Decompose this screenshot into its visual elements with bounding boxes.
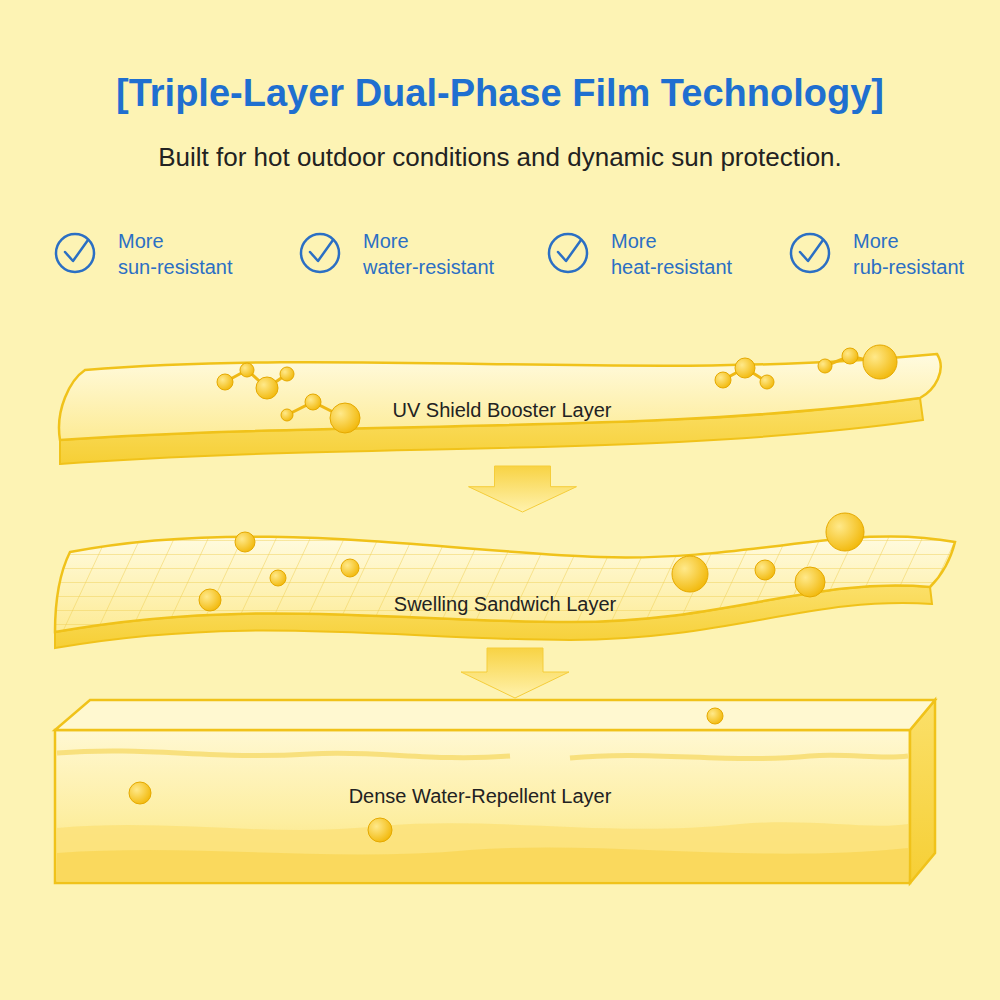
- particle-dot: [235, 532, 255, 552]
- layer-name: Dense Water-Repellent Layer: [349, 785, 612, 808]
- feature-label: More water-resistant: [363, 228, 523, 280]
- texture-band: [57, 751, 510, 758]
- diagram-title: [Triple-Layer Dual-Phase Film Technology…: [0, 72, 1000, 115]
- film-layer: Swelling Sandwich Layer: [50, 512, 960, 648]
- diagram-caption: Built for hot outdoor conditions and dyn…: [0, 142, 1000, 173]
- grid-texture: [55, 536, 955, 632]
- particle-dot: [715, 372, 731, 388]
- film-layer: Dense Water-Repellent Layer: [50, 698, 940, 888]
- particle-dot: [826, 513, 864, 551]
- check-icon: [301, 234, 339, 272]
- particle-dot: [341, 559, 359, 577]
- particle-dot: [368, 818, 392, 842]
- texture-band: [57, 822, 908, 881]
- texture-band: [57, 847, 908, 881]
- particle-dot: [305, 394, 321, 410]
- particle-dot: [280, 367, 294, 381]
- check-icon: [549, 234, 587, 272]
- particle-dot: [672, 556, 708, 592]
- layer-top-face: [55, 536, 955, 632]
- particle-dot: [199, 589, 221, 611]
- particle-dot: [281, 409, 293, 421]
- layer-name: UV Shield Booster Layer: [392, 399, 611, 422]
- particle-dot: [818, 359, 832, 373]
- particle-dot: [707, 708, 723, 724]
- particle-dot: [760, 375, 774, 389]
- layer-back-face: [55, 700, 935, 730]
- layer-front-face: [55, 730, 910, 883]
- particle-dot: [735, 358, 755, 378]
- feature-label: More heat-resistant: [611, 228, 771, 280]
- particle-dot: [755, 560, 775, 580]
- particle-dot: [256, 377, 278, 399]
- particle-dot: [270, 570, 286, 586]
- film-layer: UV Shield Booster Layer: [55, 340, 950, 466]
- particle-dot: [863, 345, 897, 379]
- check-icon: [56, 234, 94, 272]
- particle-dot: [129, 782, 151, 804]
- texture-band: [570, 755, 908, 758]
- particle-dot: [217, 374, 233, 390]
- layer-name: Swelling Sandwich Layer: [394, 593, 616, 616]
- flow-arrow: [469, 466, 577, 512]
- particle-dot: [330, 403, 360, 433]
- particle-dot: [240, 363, 254, 377]
- layer-shape: [50, 512, 960, 648]
- flow-arrow: [461, 648, 569, 698]
- particle-dot: [842, 348, 858, 364]
- check-icon: [791, 234, 829, 272]
- feature-label: More rub-resistant: [853, 228, 1000, 280]
- feature-label: More sun-resistant: [118, 228, 278, 280]
- layer-top-face: [59, 354, 941, 440]
- particle-dot: [795, 567, 825, 597]
